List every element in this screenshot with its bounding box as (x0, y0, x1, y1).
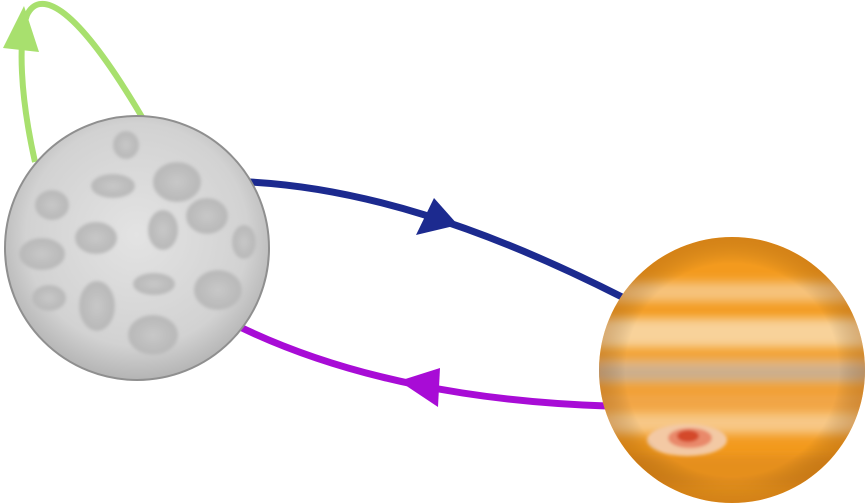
arrowhead-icon (416, 198, 458, 235)
edge-moon-self-loop (3, 0, 145, 163)
arrowhead-icon (399, 368, 440, 407)
edge-moon-to-jupiter (249, 178, 624, 301)
edge-jupiter-to-moon (238, 323, 608, 410)
jupiter-icon (599, 237, 865, 503)
moon-icon (4, 115, 270, 381)
arrowhead-icon (3, 6, 39, 52)
